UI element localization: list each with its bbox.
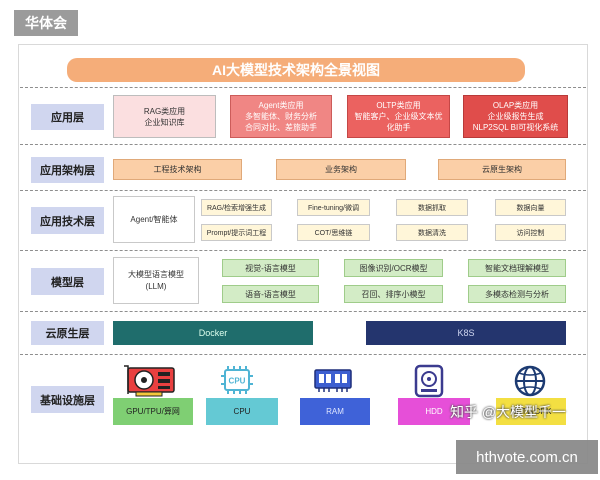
separator [20, 354, 586, 355]
llm-line: 大模型语言模型 [128, 269, 184, 279]
separator [20, 250, 586, 251]
docker-bar: Docker [113, 321, 313, 345]
infra-tile-gpu: GPU/TPU/算网 [113, 398, 193, 425]
arch-box-engineering: 工程技术架构 [113, 159, 242, 180]
tech-box-prompt: Prompt/提示词工程 [201, 224, 272, 241]
separator [20, 144, 586, 145]
infra-tile-hdd: HDD [398, 398, 470, 425]
separator [20, 87, 586, 88]
app-box-line: RAG类应用 [143, 106, 186, 116]
app-box-line: OLAP类应用 [492, 101, 539, 110]
tech-box-rag: RAG/检索增强生成 [201, 199, 272, 216]
separator [20, 190, 586, 191]
llm-line: (LLM) [145, 281, 167, 291]
layer-label-app-architecture: 应用架构层 [31, 157, 104, 183]
model-box-llm: 大模型语言模型 (LLM) [113, 257, 199, 304]
app-box-line: 多智能体、财务分析 [245, 112, 317, 121]
app-box-line: 智能客户、企业级文本优 [354, 112, 443, 121]
watermark-bottom-right: hthvote.com.cn [456, 440, 598, 474]
tech-box-data-cleaning: 数据清洗 [396, 224, 468, 241]
tech-box-agent: Agent/智能体 [113, 196, 195, 243]
app-box-olap: OLAP类应用 企业级报告生成 NLP2SQL BI可视化系统 [463, 95, 568, 138]
arch-box-business: 业务架构 [276, 159, 406, 180]
ram-icon [313, 366, 353, 394]
app-box-line: 企业级报告生成 [487, 112, 544, 121]
arch-box-cloud-native: 云原生架构 [438, 159, 566, 180]
layer-label-model: 模型层 [31, 268, 104, 295]
app-box-oltp: OLTP类应用 智能客户、企业级文本优 化助手 [347, 95, 450, 138]
infra-tile-ram: RAM [300, 398, 370, 425]
app-box-line: Agent类应用 [258, 101, 304, 110]
layer-label-cloud-native: 云原生层 [31, 321, 104, 345]
gpu-icon [122, 362, 178, 398]
cpu-chip-label: CPU [229, 377, 246, 386]
layer-label-application: 应用层 [31, 104, 104, 130]
diagram-title: AI大模型技术架构全景视图 [67, 58, 525, 82]
model-box-speech-language: 语音-语言模型 [222, 285, 319, 303]
tech-box-access-control: 访问控制 [495, 224, 566, 241]
app-box-line: 合同对比、差旅助手 [245, 123, 317, 132]
app-box-line: 企业知识库 [144, 117, 185, 127]
globe-icon [513, 364, 547, 398]
cpu-icon: CPU [219, 364, 255, 396]
model-box-multimodal: 多模态检测与分析 [468, 285, 566, 303]
watermark-top-left: 华体会 [14, 10, 78, 36]
app-box-line: OLTP类应用 [376, 101, 421, 110]
k8s-bar: K8S [366, 321, 566, 345]
hdd-icon [414, 364, 444, 398]
infra-tile-cpu: CPU [206, 398, 278, 425]
model-box-document-understanding: 智能文档理解模型 [468, 259, 566, 277]
layer-label-app-technology: 应用技术层 [31, 207, 104, 234]
infra-tile-network: NETWORK [496, 398, 566, 425]
app-box-line: 化助手 [386, 123, 411, 132]
zhihu-watermark: 知乎 @大模型千一 [449, 404, 567, 420]
tech-box-cot: COT/思维链 [297, 224, 370, 241]
app-box-rag: RAG类应用 企业知识库 [113, 95, 216, 138]
app-box-agent: Agent类应用 多智能体、财务分析 合同对比、差旅助手 [230, 95, 332, 138]
tech-box-data-vectors: 数据向量 [495, 199, 566, 216]
layer-label-infrastructure: 基础设施层 [31, 386, 104, 413]
model-box-ocr: 图像识别/OCR模型 [344, 259, 443, 277]
tech-box-data-crawling: 数据抓取 [396, 199, 468, 216]
model-box-vision-language: 视觉-语言模型 [222, 259, 319, 277]
model-box-recall-ranking: 召回、排序小模型 [344, 285, 443, 303]
tech-box-fine-tuning: Fine-tuning/微调 [297, 199, 370, 216]
separator [20, 311, 586, 312]
app-box-line: NLP2SQL BI可视化系统 [472, 123, 559, 132]
